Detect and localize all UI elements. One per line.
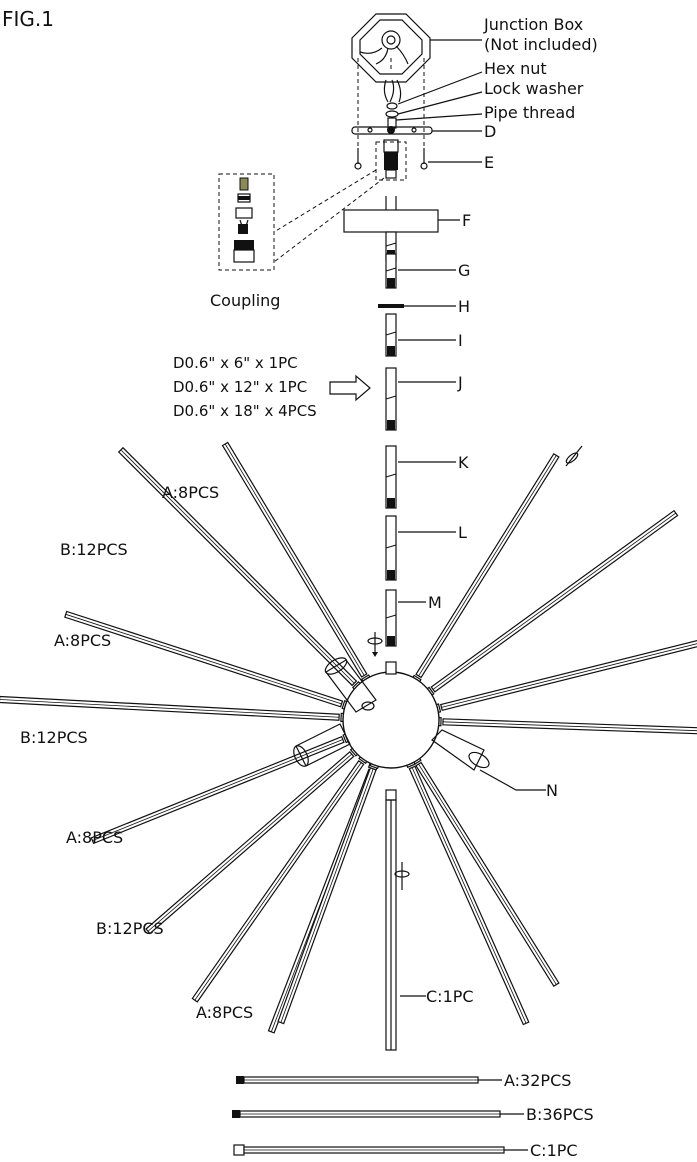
light-arm: [221, 441, 374, 687]
canopy: [343, 209, 439, 233]
label-e: E: [484, 153, 494, 172]
label-n: N: [546, 781, 558, 800]
rotate-arrow-icon: [394, 862, 410, 890]
label-lock-washer: Lock washer: [484, 79, 584, 98]
light-arm: [403, 755, 530, 1026]
down-rod-stack: [385, 231, 397, 647]
light-arm: [432, 716, 697, 735]
rod-thread: [387, 420, 395, 430]
socket-cover-right: [431, 729, 490, 771]
hex-nut: [386, 102, 398, 110]
mounting-screws: [354, 148, 428, 170]
rod-thread: [387, 570, 395, 580]
label-junction-box: Junction Box: [483, 15, 583, 34]
parts-list-item: A:32PCS: [236, 1071, 571, 1090]
light-arm: [117, 446, 365, 694]
label-not-included: (Not included): [484, 35, 598, 54]
rod-spec-1: D0.6" x 6" x 1PC: [173, 354, 298, 372]
light-arm: [64, 610, 354, 712]
rod-thread: [387, 636, 395, 646]
rod-spec-2: D0.6" x 12" x 1PC: [173, 378, 307, 396]
junction-box: [351, 13, 431, 83]
label-c-1pc: C:1PC: [426, 987, 474, 1006]
arm-label-a-top: A:8PCS: [162, 483, 219, 502]
label-h: H: [458, 297, 470, 316]
label-f: F: [462, 211, 471, 230]
label-i: I: [458, 331, 463, 350]
socket-cover-upper: [324, 657, 377, 713]
rod-thread: [387, 278, 395, 288]
arm-label-a-bottom: A:8PCS: [196, 1003, 253, 1022]
rod-thread: [387, 498, 395, 508]
label-k: K: [458, 453, 469, 472]
rotate-arrow-icon: [367, 632, 383, 657]
rod-spec-3: D0.6" x 18" x 4PCS: [173, 402, 317, 420]
parts-list-label: C:1PC: [530, 1141, 578, 1160]
light-arm: [0, 695, 350, 723]
arm-label-a-low: A:8PCS: [66, 828, 123, 847]
coupling-nipple: [383, 139, 399, 179]
rod-thread: [387, 346, 395, 356]
hub-sphere: [342, 661, 440, 769]
rotate-arrow-icon: [565, 445, 583, 467]
wires: [383, 79, 402, 103]
rod-collar: [378, 304, 404, 308]
figure-label: FIG.1: [2, 7, 54, 31]
arm-label-b-mid: B:12PCS: [20, 728, 88, 747]
coupling-detail: [233, 177, 255, 263]
label-g: G: [458, 261, 470, 280]
label-l: L: [458, 523, 467, 542]
parts-list: A:32PCS B:36PCS C:1PC: [232, 1071, 594, 1160]
arm-group: [0, 441, 697, 1034]
parts-list-label: B:36PCS: [526, 1105, 594, 1124]
label-d: D: [484, 122, 496, 141]
arrow-right-icon: [329, 374, 371, 402]
lock-washer: [385, 110, 399, 118]
arm-label-b-low: B:12PCS: [96, 919, 164, 938]
parts-list-item: B:36PCS: [232, 1105, 594, 1124]
light-arm: [430, 639, 697, 715]
center-rod-c: [385, 789, 397, 1051]
crossbar: [351, 126, 433, 135]
label-coupling: Coupling: [210, 291, 280, 310]
light-arm: [277, 757, 382, 1025]
arm-label-a-mid: A:8PCS: [54, 631, 111, 650]
parts-list-label: A:32PCS: [504, 1071, 571, 1090]
arm-label-b-upper: B:12PCS: [60, 540, 128, 559]
light-arm: [409, 752, 560, 988]
socket-cover-left: [293, 723, 351, 767]
label-hex-nut: Hex nut: [484, 59, 547, 78]
label-j: J: [457, 373, 463, 392]
label-pipe-thread: Pipe thread: [484, 103, 575, 122]
parts-list-item: C:1PC: [233, 1141, 578, 1160]
label-m: M: [428, 593, 442, 612]
coupling-detail-box: [218, 173, 275, 271]
